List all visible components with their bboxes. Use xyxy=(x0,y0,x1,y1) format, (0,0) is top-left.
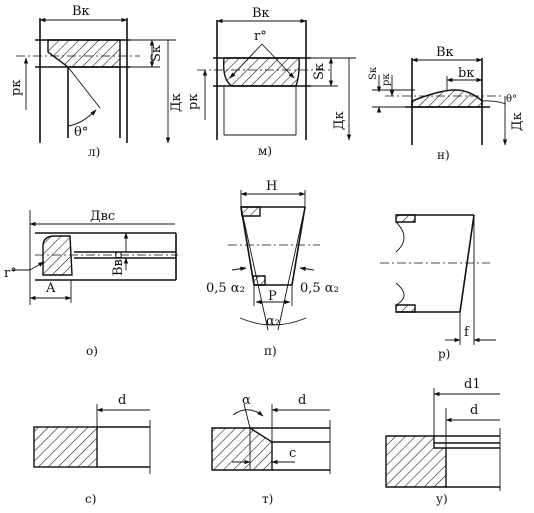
t-d-label: d xyxy=(298,393,306,408)
p-half-right-label: 0,5 α₂ xyxy=(300,281,339,296)
panel-l: Bк Sк pк Дк θ° л) xyxy=(9,4,184,159)
n-pk-label: pк xyxy=(381,73,392,86)
m-caption: м) xyxy=(258,144,272,158)
t-caption: т) xyxy=(262,492,273,506)
o-radius-label: r° xyxy=(4,266,17,281)
o-bvs-label: Bвс xyxy=(111,252,126,276)
l-dk-label: Дк xyxy=(169,93,184,112)
n-sk-label: Sк xyxy=(368,66,379,80)
t-c-label: c xyxy=(289,446,296,461)
u-d1-label: d1 xyxy=(464,377,481,392)
panel-o: Двс r° Bвс A о) xyxy=(4,209,178,358)
t-alpha-label: α xyxy=(242,393,251,408)
panel-s: d с) xyxy=(33,393,151,506)
panel-p: H 0,5 α₂ 0,5 α₂ P α₂ п) xyxy=(206,179,339,358)
m-width-label: Bк xyxy=(252,6,270,21)
panel-m: Bк r° Sк pк Дк м) xyxy=(186,6,356,158)
l-width-label: Bк xyxy=(72,4,90,19)
panel-r: f р) xyxy=(380,214,496,361)
o-a-label: A xyxy=(45,281,56,296)
m-radius-label: r° xyxy=(254,29,267,44)
o-caption: о) xyxy=(86,344,98,358)
l-caption: л) xyxy=(88,145,100,159)
panel-u: d1 d у) xyxy=(385,377,501,506)
s-caption: с) xyxy=(85,492,96,506)
n-bk-label: bк xyxy=(458,66,474,81)
p-alpha-label: α₂ xyxy=(266,314,280,329)
o-dvs-label: Двс xyxy=(90,209,115,224)
u-d-label: d xyxy=(470,403,478,418)
n-width-label: Bк xyxy=(436,45,454,60)
r-caption: р) xyxy=(438,347,450,361)
l-angle-label: θ° xyxy=(74,125,88,140)
p-half-left-label: 0,5 α₂ xyxy=(206,281,245,296)
m-thick-label: Sк xyxy=(312,63,327,80)
m-dk-label: Дк xyxy=(332,111,347,130)
r-f-label: f xyxy=(464,325,470,340)
p-p-label: P xyxy=(268,289,277,304)
p-caption: п) xyxy=(264,344,277,358)
s-d-label: d xyxy=(118,393,126,408)
n-dk-label: Дк xyxy=(510,112,525,131)
p-h-label: H xyxy=(266,179,277,194)
u-caption: у) xyxy=(436,492,448,506)
panel-n: Bк bк Sк pк θ° Дк н) xyxy=(368,45,525,162)
l-pk-label: pк xyxy=(9,80,24,96)
m-pk-label: pк xyxy=(186,94,201,110)
panel-t: α d c т) xyxy=(211,393,331,506)
n-angle-label: θ° xyxy=(506,94,517,105)
n-caption: н) xyxy=(437,148,450,162)
l-thick-label: Sк xyxy=(149,45,164,62)
